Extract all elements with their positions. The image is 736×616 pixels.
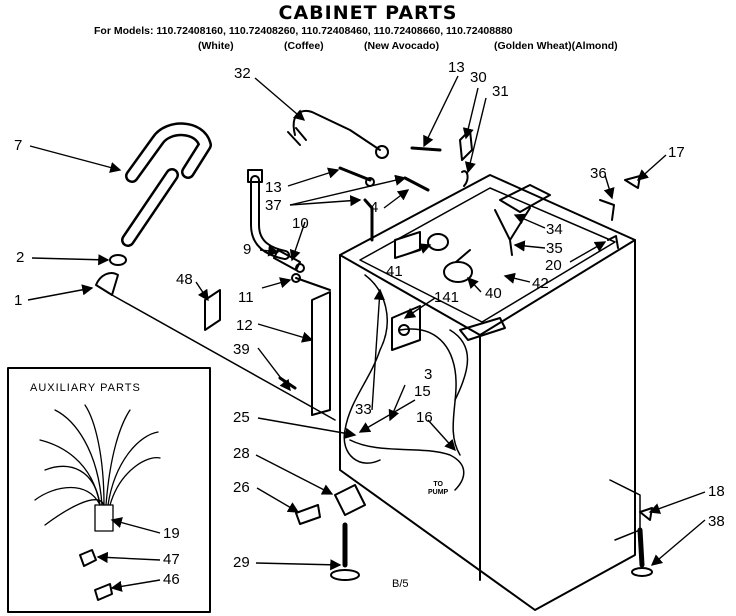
- hose-part-7: [121, 122, 212, 247]
- color-white: (White): [198, 40, 234, 52]
- clip-part-26: [295, 504, 321, 525]
- page-code: B/5: [392, 578, 409, 590]
- part-number-13: 13: [448, 59, 465, 76]
- to-pump-line-1: TO: [433, 481, 443, 488]
- model-colors: (White) (Coffee) (New Avocado) (Golden W…: [0, 40, 736, 54]
- model-numbers: For Models: 110.72408160, 110.72408260, …: [94, 25, 513, 37]
- clip-part-18: [639, 507, 653, 521]
- part-number-42: 42: [532, 275, 549, 292]
- elbow-part-1: [95, 272, 119, 296]
- part-number-39: 39: [233, 341, 250, 358]
- part-number-15: 15: [414, 383, 431, 400]
- part-number-37: 37: [265, 197, 282, 214]
- part-number-25: 25: [233, 409, 250, 426]
- to-pump-label: TO PUMP: [428, 481, 448, 497]
- part-number-19: 19: [163, 525, 180, 542]
- part-number-3: 3: [424, 366, 433, 383]
- part-number-33: 33: [355, 401, 372, 418]
- part-number-36: 36: [590, 165, 607, 182]
- part-number-141: 141: [434, 289, 460, 306]
- auxiliary-parts-title: AUXILIARY PARTS: [30, 382, 141, 394]
- clamp-part-2: [109, 254, 127, 266]
- part-number-16: 16: [416, 409, 433, 426]
- part-number-18: 18: [708, 483, 725, 500]
- leveling-leg-part-38: [631, 567, 653, 577]
- part-number-47: 47: [163, 551, 180, 568]
- part-number-9: 9: [243, 241, 252, 258]
- part-number-13-lower: 13: [265, 179, 282, 196]
- clip-part-47: [79, 549, 97, 567]
- bracket-part-28: [334, 484, 366, 516]
- part-number-35: 35: [546, 240, 563, 257]
- wiring-harness-part-19: [34, 404, 161, 532]
- part-number-20: 20: [545, 257, 562, 274]
- auxiliary-parts-box: [7, 367, 211, 613]
- part-number-26: 26: [233, 479, 250, 496]
- part-number-10: 10: [292, 215, 309, 232]
- part-number-31: 31: [492, 83, 509, 100]
- color-new-avocado: (New Avocado): [364, 40, 440, 52]
- part-number-29: 29: [233, 554, 250, 571]
- switch-part-141: [391, 305, 421, 351]
- part-number-40: 40: [485, 285, 502, 302]
- part-number-7: 7: [14, 137, 23, 154]
- part-number-38: 38: [708, 513, 725, 530]
- part-number-34: 34: [546, 221, 563, 238]
- part-number-12: 12: [236, 317, 253, 334]
- part-number-30: 30: [470, 69, 487, 86]
- to-pump-line-2: PUMP: [428, 489, 449, 496]
- part-number-2: 2: [16, 249, 25, 266]
- bracket-part-48: [204, 289, 221, 331]
- part-number-17: 17: [668, 144, 685, 161]
- leveling-leg-part-29: [330, 569, 360, 581]
- bracket-part-12: [311, 291, 331, 416]
- cabinet: [339, 174, 641, 611]
- part-number-28: 28: [233, 445, 250, 462]
- part-number-48: 48: [176, 271, 193, 288]
- cord-part-32: [287, 110, 389, 159]
- part-number-46: 46: [163, 571, 180, 588]
- part-number-32: 32: [234, 65, 251, 82]
- part-number-11: 11: [238, 289, 254, 306]
- timer-part-40: [443, 261, 473, 283]
- color-golden-wheat-almond: (Golden Wheat)(Almond): [494, 40, 618, 52]
- part-number-41: 41: [386, 263, 403, 280]
- page-title: CABINET PARTS: [278, 2, 458, 24]
- clip-part-46: [94, 583, 113, 601]
- part-number-4: 4: [370, 199, 379, 216]
- part-number-1: 1: [14, 292, 23, 309]
- color-coffee: (Coffee): [284, 40, 324, 52]
